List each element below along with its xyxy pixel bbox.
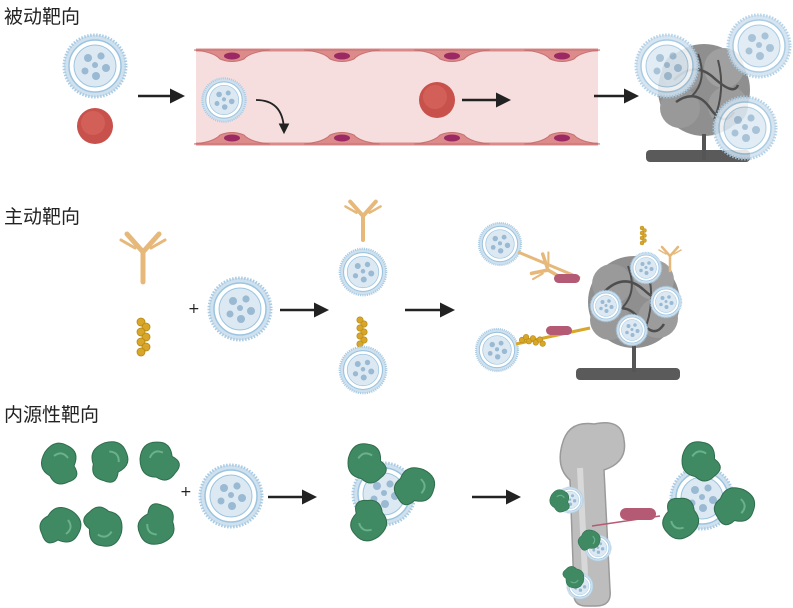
protein-icon — [133, 435, 184, 488]
liposome-icon — [651, 287, 682, 318]
liposome-icon — [728, 15, 790, 77]
protein-icon — [82, 434, 135, 488]
peptide-icon — [357, 317, 367, 347]
peptide-icon — [519, 333, 547, 347]
linker-icon — [546, 326, 572, 335]
protein-icon — [81, 501, 128, 552]
active-section: + — [121, 202, 682, 394]
protein-icon — [131, 498, 184, 552]
liposome-icon — [636, 35, 698, 97]
liposome-icon — [209, 278, 271, 340]
plus-sign: + — [188, 301, 200, 317]
protein-icon — [40, 507, 81, 542]
liposome-icon — [64, 35, 126, 97]
liposome-icon — [340, 347, 387, 394]
liposome-icon — [340, 249, 387, 296]
red-blood-cell-icon — [77, 108, 113, 144]
antibody-icon — [121, 234, 165, 282]
peptide-icon — [640, 226, 647, 245]
liposome-icon — [200, 465, 262, 527]
linker-icon — [554, 274, 580, 283]
liposome-icon — [202, 78, 245, 121]
red-blood-cell-icon — [419, 82, 455, 118]
liposome-icon — [714, 97, 776, 159]
blood-vessel-icon — [194, 50, 600, 144]
liposome-icon — [591, 291, 622, 322]
antibody-icon — [345, 202, 380, 240]
liposome-icon — [479, 223, 521, 265]
peptide-icon — [137, 318, 150, 356]
passive-section — [64, 15, 790, 162]
linker-icon — [620, 508, 656, 520]
plus-sign: + — [180, 484, 192, 500]
protein-icon — [41, 443, 76, 484]
liposome-icon — [631, 253, 662, 284]
protein-icon — [550, 490, 569, 512]
liposome-icon — [617, 315, 648, 346]
endogenous-section: + — [40, 423, 758, 606]
liposome-icon — [476, 329, 518, 371]
